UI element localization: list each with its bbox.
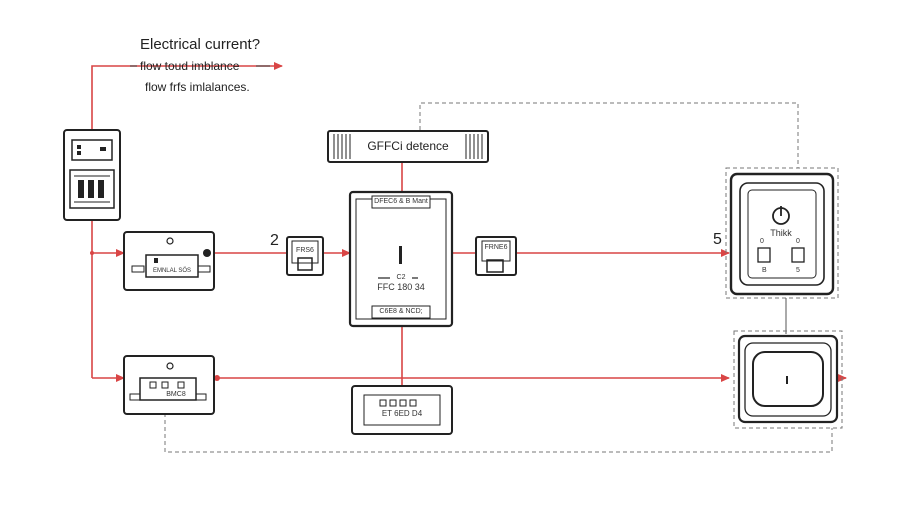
center-module-top-label: DFEC6 & B Mant <box>374 198 428 205</box>
wire-junction-2 <box>90 251 94 255</box>
bottom-panel <box>351 385 453 435</box>
center-module-mid-label: FFC 180 34 <box>377 282 425 292</box>
bottom-panel-label: ET 6ED D4 <box>381 409 423 418</box>
outlet-number: 5 <box>713 231 722 248</box>
outlet-label: Thikk <box>770 228 792 238</box>
center-module-mid-code: C2 <box>390 274 412 281</box>
outlet-left-slot: 0 <box>760 238 764 245</box>
header-title: Electrical current? <box>140 36 261 53</box>
center-gfci-module <box>348 190 454 328</box>
gfci-bar-label: GFFCi detence <box>367 139 449 153</box>
left-module-2 <box>123 355 215 415</box>
small-box-left-number: 2 <box>270 232 279 249</box>
dashed-connectors <box>164 102 833 453</box>
gfci-outlet-top <box>725 167 839 299</box>
center-module-bottom-label: C6E8 & NCD; <box>379 308 423 315</box>
small-box-right <box>475 236 517 276</box>
left-module-1 <box>123 231 215 291</box>
wire-junction-1 <box>214 375 220 381</box>
header-line-1: flow toud imblance <box>140 59 240 73</box>
dashed-line-bottom <box>164 392 833 453</box>
header-line-2: flow frfs imlalances. <box>145 80 250 94</box>
receptacle-bottom <box>733 330 843 429</box>
dashed-line-top <box>419 102 799 168</box>
left-module-2-label: BMC8 <box>166 391 186 398</box>
gfci-bar <box>327 130 489 163</box>
small-box-left-label: FRS6 <box>296 247 314 254</box>
outlet-left-bottom: B <box>762 267 767 274</box>
small-box-left <box>286 236 324 276</box>
wire-feedback <box>91 62 283 130</box>
small-box-right-label: FRNE6 <box>484 244 508 251</box>
breaker-panel <box>63 129 121 221</box>
outlet-right-bottom: 5 <box>796 267 800 274</box>
left-module-1-label: EMNLAL SÖS <box>152 268 192 274</box>
breaker-display <box>71 139 113 161</box>
outlet-right-slot: 0 <box>796 238 800 245</box>
